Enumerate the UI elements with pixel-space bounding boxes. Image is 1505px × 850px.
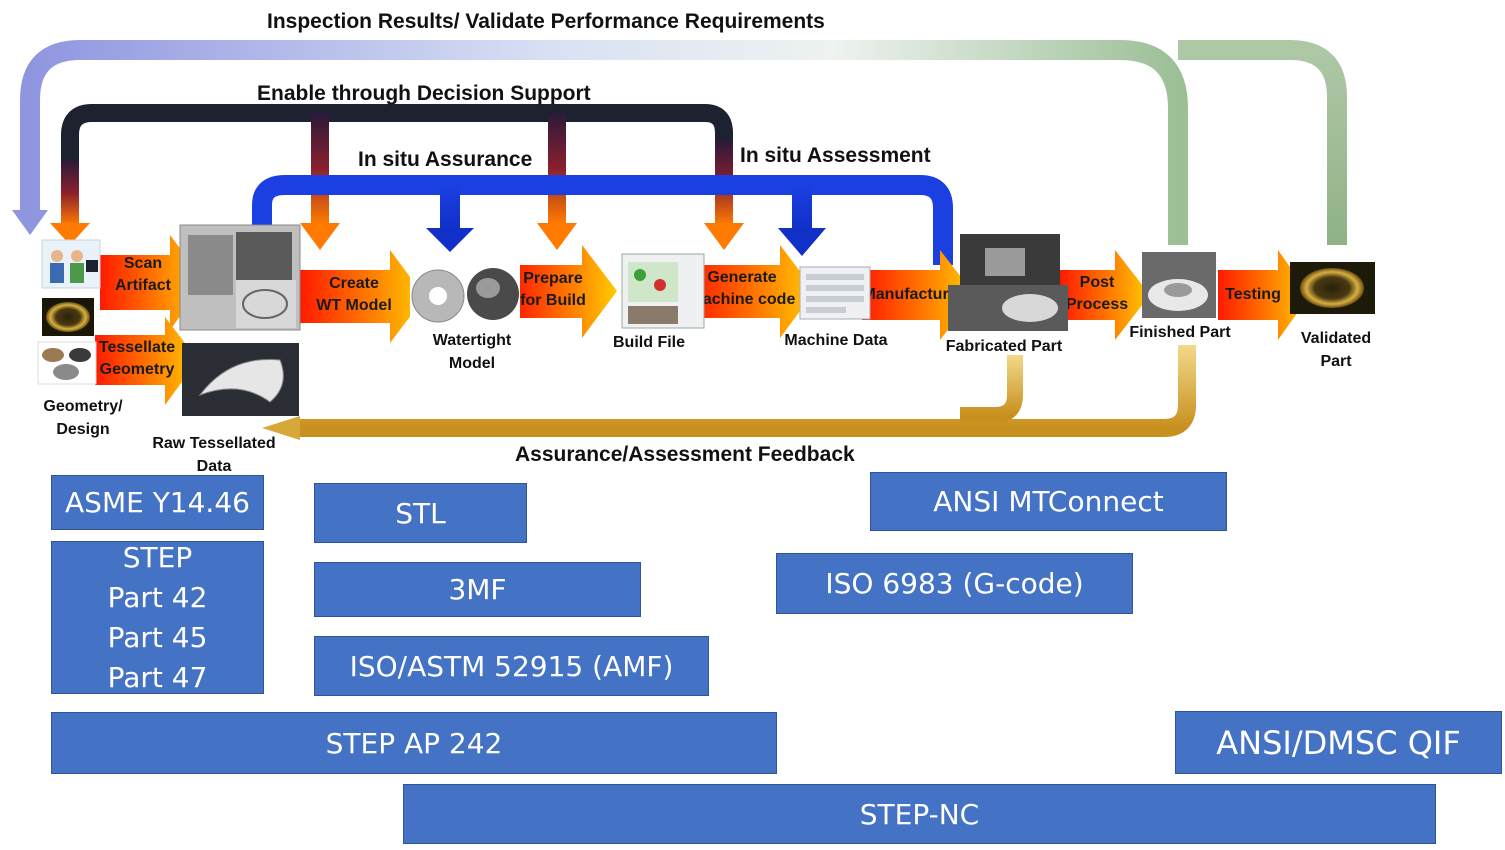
post-step-label-2: Process: [1066, 296, 1128, 313]
standard-stl: STL: [314, 483, 527, 543]
watertight-caption-2: Model: [449, 355, 495, 372]
raw-tessellated-caption-2: Data: [197, 458, 232, 475]
decision-support-bar: [50, 104, 744, 250]
standard-3mf-label: 3MF: [448, 573, 507, 606]
standard-3mf: 3MF: [314, 562, 641, 617]
process-arrow-generate: [690, 245, 815, 338]
step-parts-label-0: STEP: [122, 540, 193, 574]
in-situ-assurance-label: In situ Assurance: [358, 148, 532, 171]
tessellated-mesh-icon: [182, 343, 299, 416]
scan-step-label-1: Scan: [124, 255, 162, 272]
watertight-caption-1: Watertight: [433, 332, 512, 349]
prepare-step-label-1: Prepare: [523, 270, 583, 287]
validated-part-icon: [1290, 262, 1375, 314]
am-machine-icon: [948, 234, 1068, 331]
inspection-label: Inspection Results/ Validate Performance…: [267, 10, 825, 33]
standard-mtconnect: ANSI MTConnect: [870, 472, 1227, 531]
standard-step-parts: STEP Part 42 Part 45 Part 47: [51, 541, 264, 694]
post-step-label-1: Post: [1080, 274, 1115, 291]
create-step-label-2: WT Model: [316, 297, 392, 314]
raw-tessellated-caption-1: Raw Tessellated: [152, 435, 275, 452]
build-file-icon: [621, 253, 705, 329]
process-arrow-create: [300, 250, 425, 343]
standard-gcode: ISO 6983 (G-code): [776, 553, 1133, 614]
ring-part-icon: [42, 298, 94, 336]
validated-caption-1: Validated: [1301, 330, 1371, 347]
process-arrow-tessellate: [95, 317, 198, 405]
standard-step-nc: STEP-NC: [403, 784, 1436, 844]
finished-part-caption: Finished Part: [1129, 324, 1231, 341]
powder-materials-icon: [37, 341, 97, 385]
step-parts-label-3: Part 47: [107, 660, 208, 694]
standard-amf-label: ISO/ASTM 52915 (AMF): [349, 649, 674, 683]
standard-ap242-label: STEP AP 242: [325, 726, 503, 760]
feedback-label: Assurance/Assessment Feedback: [515, 443, 855, 466]
feedback-loop-arrow: [262, 345, 1196, 440]
standard-mtconnect-label: ANSI MTConnect: [933, 485, 1164, 518]
build-file-caption: Build File: [613, 334, 685, 351]
process-arrow-prepare: [512, 245, 617, 338]
generate-step-label-2: machine code: [689, 291, 796, 308]
step-parts-label-1: Part 42: [107, 580, 208, 614]
process-arrow-manufacture: [862, 250, 975, 340]
decision-support-label: Enable through Decision Support: [257, 82, 591, 105]
in-situ-assessment-label: In situ Assessment: [740, 144, 931, 167]
validated-caption-2: Part: [1320, 353, 1352, 370]
scanner-icon: [179, 224, 301, 331]
standard-asme-label: ASME Y14.46: [65, 486, 250, 519]
standard-stl-label: STL: [395, 496, 446, 530]
standard-step-ap242: STEP AP 242: [51, 712, 777, 774]
in-situ-assurance-bar: [252, 175, 953, 265]
fabricated-part-caption: Fabricated Part: [946, 338, 1063, 355]
process-arrow-testing: [1218, 250, 1310, 340]
geometry-caption-1: Geometry/: [43, 398, 123, 415]
tessellate-step-label-2: Geometry: [100, 361, 175, 378]
standard-amf: ISO/ASTM 52915 (AMF): [314, 636, 709, 696]
geometry-caption-2: Design: [56, 421, 109, 438]
machine-data-icon: [799, 266, 871, 320]
process-arrow-scan: [100, 235, 205, 330]
generate-step-label-1: Generate: [707, 269, 776, 286]
standard-asme-y14-46: ASME Y14.46: [51, 475, 264, 530]
scan-step-label-2: Artifact: [115, 277, 172, 294]
standard-qif: ANSI/DMSC QIF: [1175, 711, 1502, 774]
standard-stepnc-label: STEP-NC: [859, 797, 980, 831]
manufacture-step-label: Manufacture: [862, 286, 957, 303]
process-arrow-post: [1060, 250, 1150, 340]
people-at-computer-icon: [41, 239, 101, 289]
create-step-label-1: Create: [329, 275, 379, 292]
testing-step-label: Testing: [1225, 286, 1281, 303]
watertight-model-icon: [410, 262, 520, 327]
step-parts-label-2: Part 45: [107, 620, 208, 654]
standard-gcode-label: ISO 6983 (G-code): [825, 567, 1084, 600]
prepare-step-label-2: for Build: [520, 292, 586, 309]
standard-qif-label: ANSI/DMSC QIF: [1216, 723, 1461, 762]
inspection-loop-arrow: [12, 40, 1347, 245]
finished-part-icon: [1142, 252, 1216, 318]
machine-data-caption: Machine Data: [784, 332, 887, 349]
tessellate-step-label-1: Tessellate: [99, 339, 175, 356]
